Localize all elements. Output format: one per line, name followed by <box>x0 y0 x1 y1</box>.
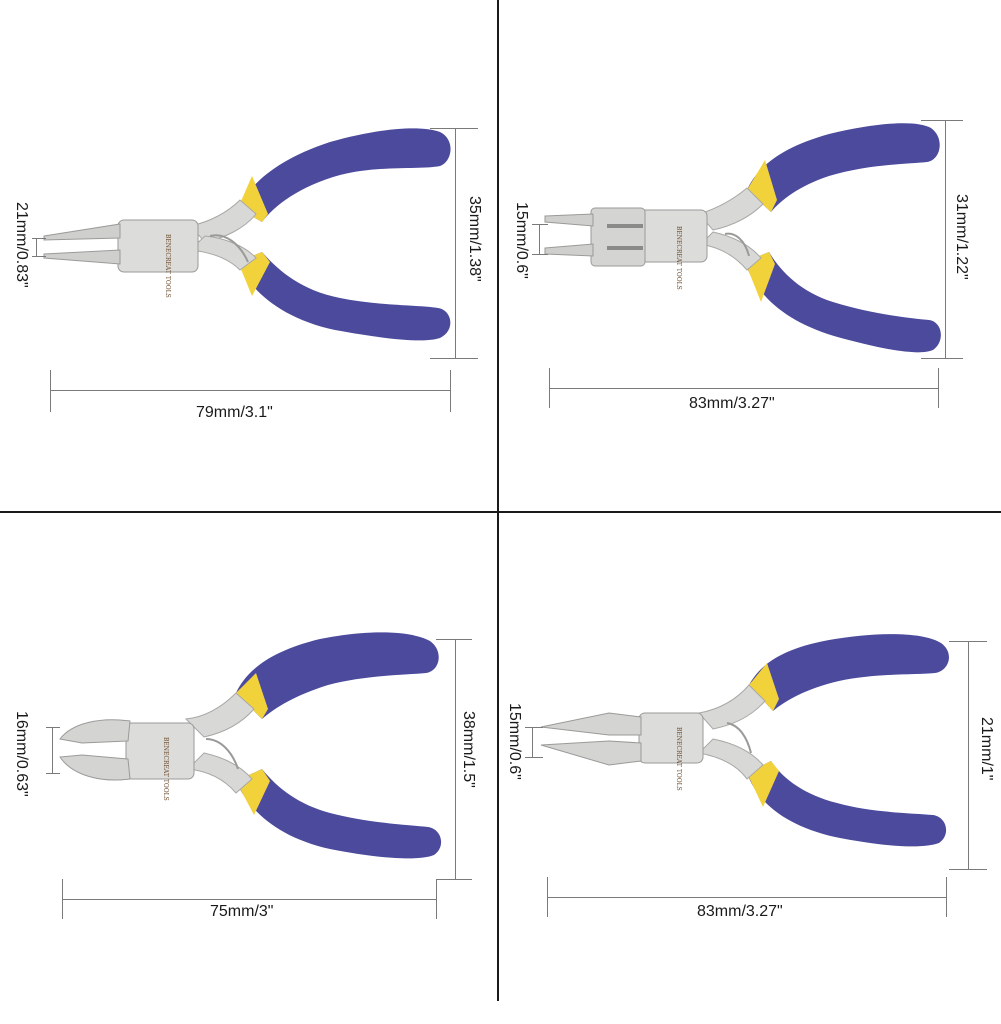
length-tick-left <box>62 879 63 919</box>
handle-span-tick-bottom <box>949 869 987 870</box>
length-tick-right <box>946 877 947 917</box>
handle-span-dimension-line <box>455 639 456 879</box>
length-label: 79mm/3.1" <box>196 404 273 421</box>
tip-gap-tick-bottom <box>532 254 548 255</box>
length-tick-right <box>436 879 437 919</box>
handle-span-tick-bottom <box>436 879 472 880</box>
tip-gap-dimension-line <box>36 238 37 256</box>
handle-span-tick-top <box>921 120 963 121</box>
panel-side-cutter-pliers: BENECREAT TOOLS 16mm/0.63" 38mm/1.5" 75m… <box>0 513 497 1024</box>
tip-gap-dimension-line <box>539 224 540 254</box>
panel-round-nose-concave-pliers: BENECREAT TOOLS 15mm/0.6" 31mm/1.22" 83m… <box>499 0 996 511</box>
handle-span-dimension-line <box>945 120 946 358</box>
tip-gap-tick-top <box>46 727 60 728</box>
length-tick-left <box>50 370 51 412</box>
handle-span-tick-bottom <box>921 358 963 359</box>
length-dimension-line <box>549 388 939 389</box>
length-tick-left <box>549 368 550 408</box>
handle-span-label: 35mm/1.38" <box>466 196 483 282</box>
handle-span-tick-bottom <box>430 358 478 359</box>
horizontal-divider <box>0 511 1001 513</box>
tip-gap-dimension-line <box>52 727 53 773</box>
length-label: 83mm/3.27" <box>697 903 783 920</box>
tip-gap-tick-bottom <box>32 256 46 257</box>
round-nose-concave-pliers-illustration: BENECREAT TOOLS <box>544 123 941 353</box>
tip-gap-tick-top <box>532 224 548 225</box>
tip-gap-tick-bottom <box>525 757 543 758</box>
brand-mark: BENECREAT TOOLS <box>162 737 169 801</box>
handle-span-tick-top <box>430 128 478 129</box>
length-tick-right <box>450 370 451 412</box>
round-nose-pliers-illustration: BENECREAT TOOLS <box>43 128 451 341</box>
handle-span-label: 31mm/1.22" <box>953 194 970 280</box>
length-label: 83mm/3.27" <box>689 395 775 412</box>
chain-nose-pliers-illustration: BENECREAT TOOLS <box>540 634 949 847</box>
panel-round-nose-pliers: BENECREAT TOOLS 21mm/0.83" 35mm/1.38" 79… <box>0 0 497 511</box>
length-label: 75mm/3" <box>210 903 274 920</box>
handle-span-label: 21mm/1" <box>978 717 995 781</box>
tip-gap-label: 16mm/0.63" <box>13 711 30 797</box>
length-tick-left <box>547 877 548 917</box>
side-cutter-pliers-illustration: BENECREAT TOOLS <box>59 632 442 859</box>
brand-mark: BENECREAT TOOLS <box>164 234 171 298</box>
tip-gap-tick-bottom <box>46 773 60 774</box>
handle-span-dimension-line <box>455 128 456 358</box>
length-dimension-line <box>50 390 450 391</box>
tip-gap-label: 15mm/0.6" <box>513 202 530 279</box>
tip-gap-tick-top <box>525 727 543 728</box>
length-dimension-line <box>62 899 436 900</box>
length-dimension-line <box>547 897 947 898</box>
brand-mark: BENECREAT TOOLS <box>675 727 682 791</box>
tip-gap-label: 15mm/0.6" <box>506 703 523 780</box>
tip-gap-tick-top <box>32 238 46 239</box>
handle-span-tick-top <box>949 641 987 642</box>
panel-chain-nose-pliers: BENECREAT TOOLS 15mm/0.6" 21mm/1" 83mm/3… <box>499 513 996 1024</box>
tip-gap-label: 21mm/0.83" <box>13 202 30 288</box>
tip-gap-dimension-line <box>532 727 533 757</box>
handle-span-label: 38mm/1.5" <box>460 711 477 788</box>
length-tick-right <box>938 368 939 408</box>
brand-mark: BENECREAT TOOLS <box>675 226 682 290</box>
handle-span-tick-top <box>436 639 472 640</box>
vertical-divider <box>497 0 499 1001</box>
handle-span-dimension-line <box>968 641 969 869</box>
